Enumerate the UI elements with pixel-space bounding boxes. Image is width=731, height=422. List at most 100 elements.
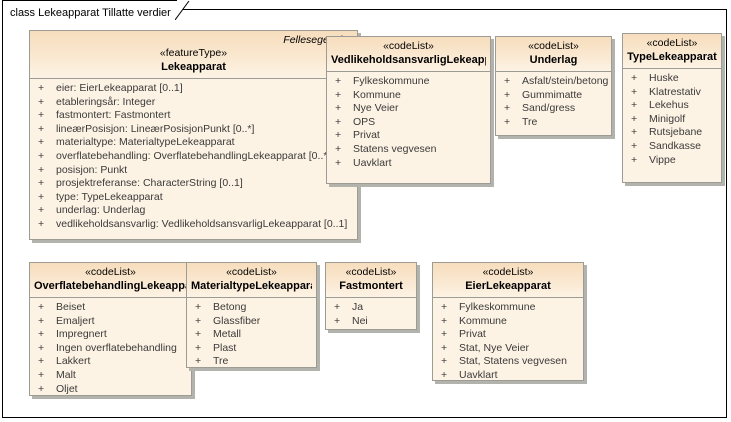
visibility-marker: + [631,85,638,98]
class-box-fastmontert[interactable]: «codeList» Fastmontert +Ja +Nei [325,262,417,330]
class-header-vedlikeholdsansvarlig: «codeList» VedlikeholdsansvarligLekeappa… [327,37,490,72]
attribute-row: + Vippe [623,154,721,168]
attribute-text: Betong [213,301,247,313]
visibility-marker: + [504,75,511,87]
class-box-materialtype[interactable]: «codeList» MaterialtypeLekeapparat + Beto… [186,262,317,368]
visibility-marker: + [335,75,342,87]
stereotype-label-fastmontert: «codeList» [345,266,397,278]
attribute-row: +Glassfiber [187,315,316,329]
attribute-text: Lekehus [649,99,689,112]
attribute-row: +Ja [326,301,416,315]
class-header-eierlekeapparat: «codeList» EierLekeapparat [433,263,583,298]
visibility-marker: + [441,355,448,368]
stereotype-label-typelekeapparat: «codeList» [646,37,698,49]
attribute-text: Malt [56,368,76,381]
attribute-row: +Tre [187,355,316,369]
attribute-text: Plast [213,341,237,354]
attribute-text: Stat, Statens vegvesen [459,355,567,368]
attribute-row: +Privat [433,328,583,342]
attribute-row: +Sandkasse [623,140,721,154]
attribute-list-lekeapparat: +eier: EierLekeapparat [0..1] +etablerin… [30,79,357,237]
class-name-materialtype: MaterialtypeLekeapparat [191,280,312,292]
stereotype-label-underlag: «codeList» [528,40,579,52]
attribute-text: Vippe [649,153,676,166]
visibility-marker: + [38,82,45,94]
visibility-marker: + [335,115,342,128]
stereotype-label-eierlekeapparat: «codeList» [482,266,534,278]
attribute-row: + Stat, Statens vegvesen [433,355,583,369]
attribute-row: +Privat [327,129,490,143]
attribute-text: Lakkert [56,355,91,368]
title-tab-slant-icon [174,1,191,20]
attribute-row: + Klatrestativ [623,86,721,100]
attribute-row: +Tre [496,116,611,130]
visibility-marker: + [631,126,638,139]
visibility-marker: + [335,88,342,101]
attribute-text: Fylkeskommune [353,75,430,87]
visibility-marker: + [335,142,342,155]
attribute-text: Impregnert [56,328,107,341]
attribute-text: Emaljert [56,314,95,327]
class-header-fastmontert: «codeList» Fastmontert [326,263,416,298]
attribute-row: + Malt [30,369,191,383]
class-box-lekeapparat[interactable]: Fellesegenska «featureType» Lekeapparat … [29,30,358,240]
visibility-marker: + [38,136,45,149]
visibility-marker: + [195,301,202,313]
stereotype-label-overflatebehandling: «codeList» [85,266,136,278]
attribute-row: + Fylkeskommune [327,75,490,89]
attribute-text: vedlikeholdsansvarlig: Vedlikeholdsansva… [56,217,348,230]
visibility-marker: + [195,355,202,368]
visibility-marker: + [195,328,202,341]
visibility-marker: + [38,149,45,162]
class-header-lekeapparat: Fellesegenska «featureType» Lekeapparat [30,31,357,79]
class-box-eierlekeapparat[interactable]: «codeList» EierLekeapparat +Fylkeskommun… [432,262,584,381]
attribute-text: Kommune [353,88,401,101]
visibility-marker: + [38,368,45,381]
visibility-marker: + [441,301,448,313]
visibility-marker: + [441,368,448,381]
class-box-vedlikeholdsansvarlig[interactable]: «codeList» VedlikeholdsansvarligLekeappa… [326,36,491,184]
attribute-text: Ingen overflatebehandling [56,341,177,354]
visibility-marker: + [38,314,45,327]
attribute-text: Klatrestativ [649,85,701,98]
visibility-marker: + [335,156,342,169]
attribute-text: etableringsår: Integer [56,95,156,108]
attribute-row: +Lakkert [30,355,191,369]
attribute-row: +Statens vegvesen [327,143,490,157]
diagram-title: class Lekeapparat Tillatte verdier [10,7,171,19]
attribute-list-vedlikeholdsansvarlig: +Fylkeskommune +Kommune +Nye Veier +OPS … [327,72,490,175]
visibility-marker: + [631,153,638,166]
class-box-overflatebehandling[interactable]: «codeList» OverflatebehandlingLekeappara… [29,262,192,396]
attribute-text: OPS [353,115,376,128]
attribute-row: + Kommune [327,89,490,103]
attribute-text: type: TypeLekeapparat [56,190,163,203]
attribute-row: +Rutsjebane [623,126,721,140]
attribute-row: + Emaljert [30,315,191,329]
visibility-marker: + [335,129,342,142]
attribute-row: +overflatebehandling: Overflatebehandlin… [30,150,357,164]
attribute-row: +Fylkeskommune [433,301,583,315]
attribute-row: + Betong [187,301,316,315]
attribute-text: Ja [352,301,364,313]
attribute-row: +Sand/gress [496,102,611,116]
class-name-lekeapparat: Lekeapparat [161,61,226,73]
stereotype-label-materialtype: «codeList» [226,266,277,278]
attribute-row: +type: TypeLekeapparat [30,191,357,205]
class-box-underlag[interactable]: «codeList» Underlag +Asfalt/stein/betong… [495,36,612,136]
attribute-row: +Oljet [30,383,191,397]
visibility-marker: + [195,314,202,327]
visibility-marker: + [195,341,202,354]
attribute-row: +Nye Veier [327,102,490,116]
class-box-typelekeapparat[interactable]: «codeList» TypeLekeapparat +Huske +Klatr… [622,33,722,183]
attribute-text: Tre [522,115,538,128]
attribute-row: +Metall [187,328,316,342]
attribute-text: Beiset [56,301,86,313]
attribute-row: +Asfalt/stein/betong [496,75,611,89]
attribute-row: +Kommune [433,315,583,329]
attribute-text: Nye Veier [353,102,399,115]
attribute-row: +prosjektreferanse: CharacterString [0..… [30,177,357,191]
class-name-fastmontert: Fastmontert [339,280,403,292]
visibility-marker: + [631,72,638,84]
class-header-overflatebehandling: «codeList» OverflatebehandlingLekeappara… [30,263,191,298]
